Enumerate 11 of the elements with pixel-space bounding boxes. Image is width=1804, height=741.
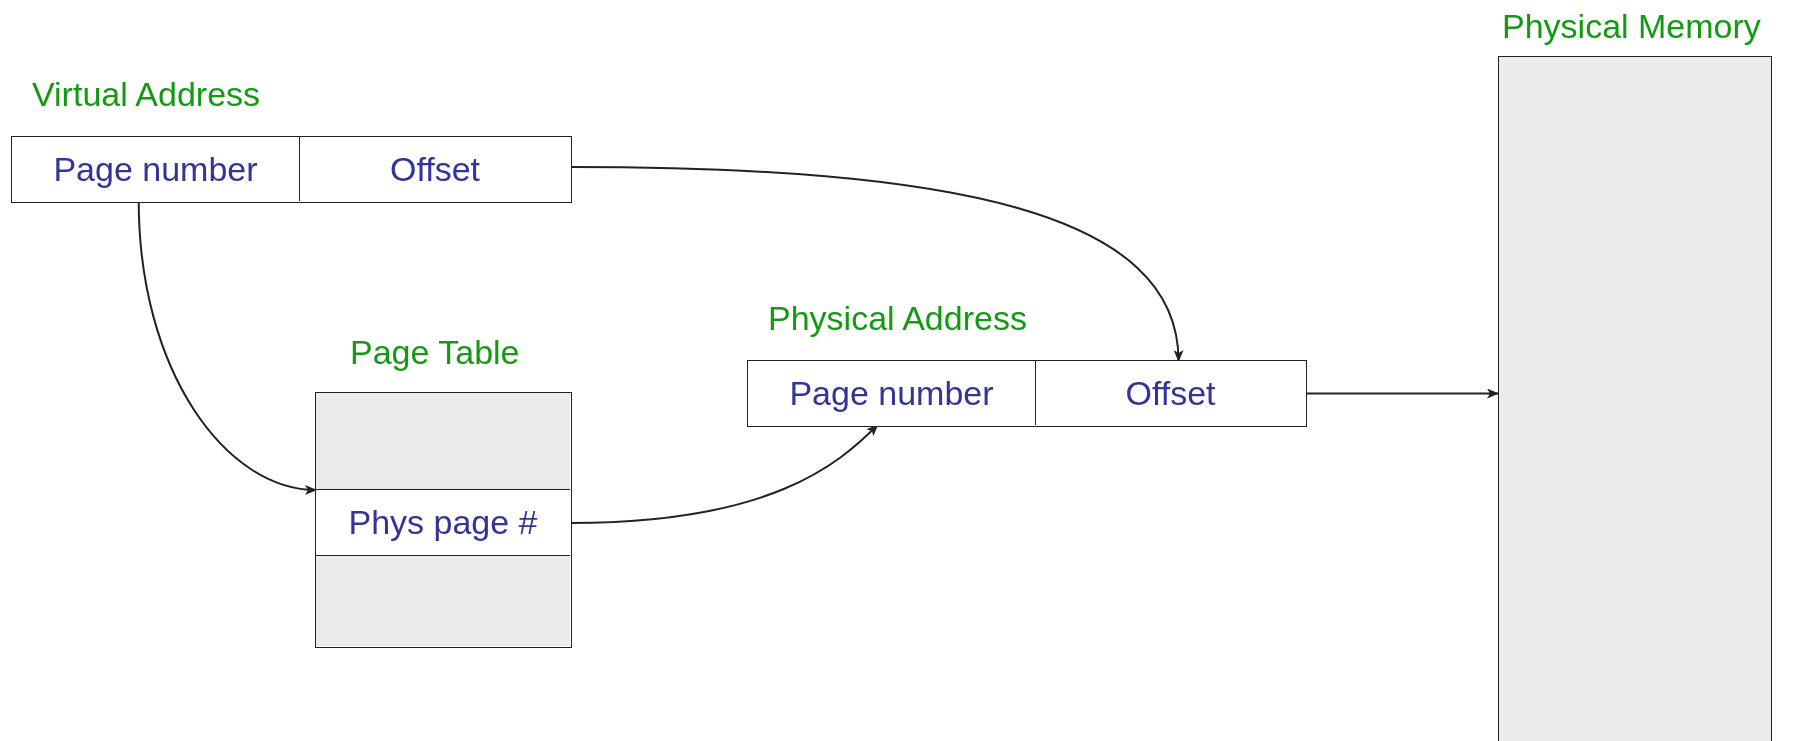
field-cell: Page number: [12, 137, 300, 201]
field-cell: Offset: [1036, 361, 1305, 425]
arrow: [1306, 388, 1499, 399]
heading: Page Table: [350, 333, 520, 372]
heading: Physical Address: [768, 299, 1027, 338]
heading: Physical Memory: [1502, 7, 1761, 46]
table-row: [316, 393, 570, 490]
field-cell: Offset: [300, 137, 570, 201]
heading: Virtual Address: [32, 75, 261, 114]
table-row: [316, 556, 570, 646]
field-cell: Page number: [748, 361, 1036, 425]
